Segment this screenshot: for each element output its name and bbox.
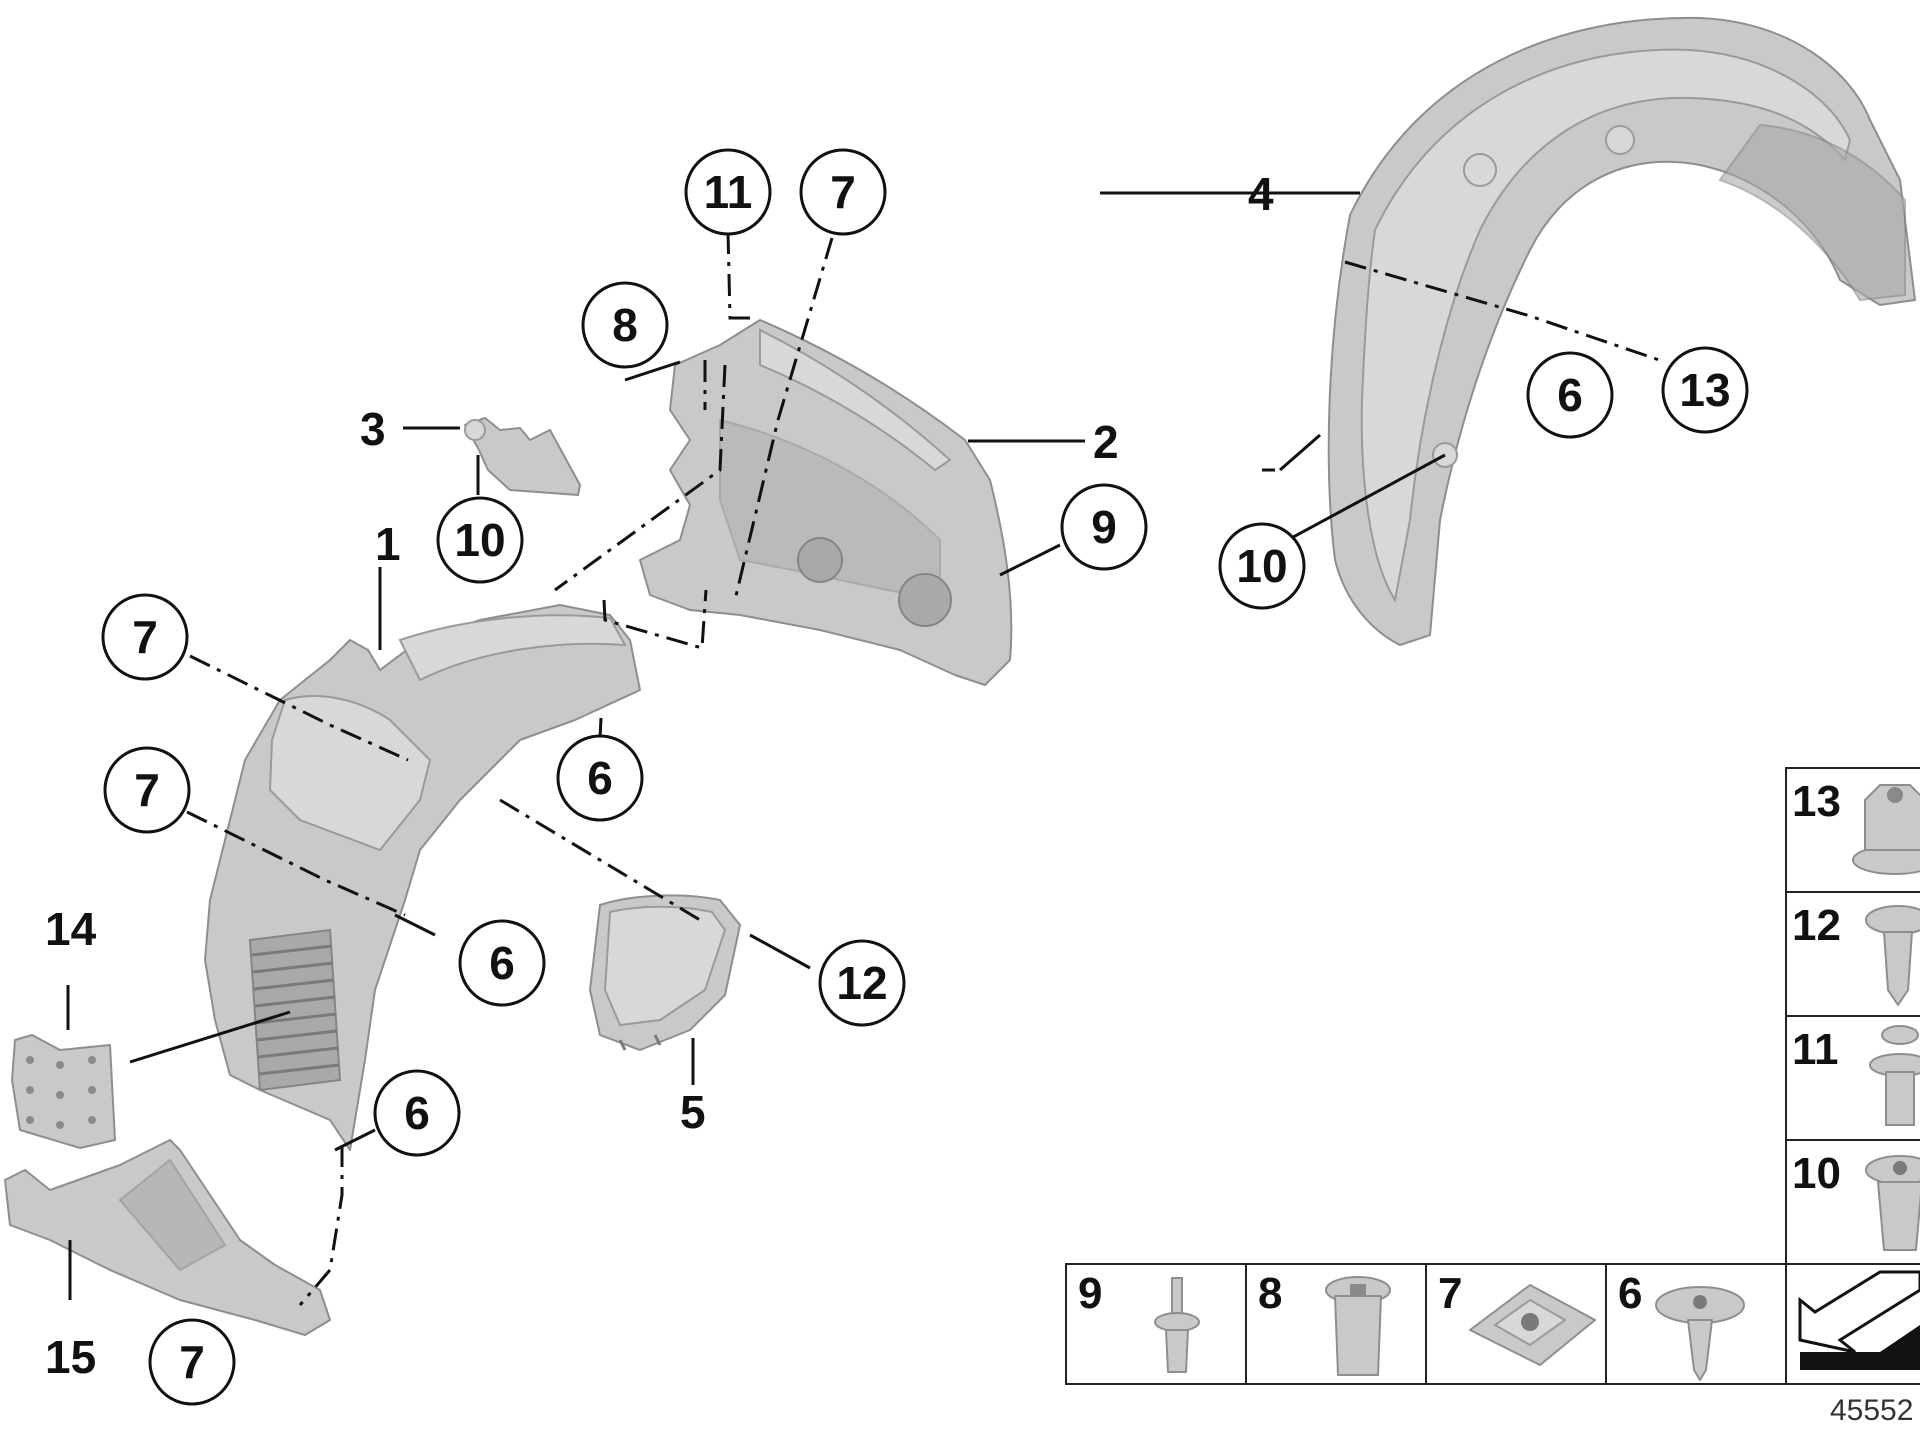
- fastener-legend-vertical: 13 12 11 10: [1785, 767, 1920, 1265]
- callout-7-top: 7: [799, 148, 887, 236]
- part-12-cover-panel: [589, 894, 741, 1051]
- legend-13: 13: [1792, 777, 1841, 826]
- legend-10: 10: [1792, 1149, 1841, 1198]
- legend-7: 7: [1438, 1269, 1462, 1318]
- callout-12-text: 12: [836, 957, 887, 1009]
- direction-arrow-icon: [1798, 1270, 1920, 1370]
- plain-part-labels: 1 2 3 4 5 14 15: [45, 168, 1274, 1383]
- grille-vent: [248, 928, 342, 1092]
- legend-9: 9: [1078, 1269, 1102, 1318]
- callout-7-b-text: 7: [134, 764, 160, 816]
- screw-icon: [1655, 1286, 1745, 1381]
- callout-6-b-text: 6: [489, 937, 515, 989]
- callout-13: 13: [1661, 346, 1749, 434]
- callout-12: 12: [818, 939, 906, 1027]
- part-14-flat-panel: [11, 1034, 116, 1149]
- label-5: 5: [680, 1086, 706, 1138]
- callouts: 11 7 8 10 9 7 7 6: [101, 148, 1749, 1406]
- callout-6-b: 6: [458, 919, 546, 1007]
- clip-nut-icon: [1469, 1284, 1596, 1366]
- label-2: 2: [1093, 416, 1119, 468]
- legend-12: 12: [1792, 901, 1841, 950]
- callout-8-text: 8: [612, 299, 638, 351]
- callout-9: 9: [1060, 483, 1148, 571]
- callout-10-right-text: 10: [1236, 540, 1287, 592]
- plug-nut-icon: [1325, 1276, 1391, 1376]
- callout-7-b: 7: [103, 746, 191, 834]
- diagram-number: 45552: [1830, 1394, 1913, 1427]
- callout-6-a-text: 6: [587, 752, 613, 804]
- fastener-legend-horizontal: 9 8 7 6: [1065, 1263, 1920, 1385]
- part-2-wheel-arch-liner-rear: [639, 319, 1013, 686]
- callout-7-top-text: 7: [830, 166, 856, 218]
- callout-8: 8: [581, 281, 669, 369]
- part-1-wheel-arch-liner-front: [204, 604, 641, 1151]
- plastic-nut-icon: [1865, 1155, 1920, 1251]
- legend-11: 11: [1792, 1025, 1839, 1074]
- expanding-rivet-icon: [1869, 1025, 1920, 1126]
- part-3-bracket: [464, 417, 581, 496]
- part-15-lower-bracket: [4, 1139, 331, 1336]
- callout-6-a: 6: [556, 734, 644, 822]
- callout-6-c-text: 6: [404, 1087, 430, 1139]
- callout-6-right-text: 6: [1557, 369, 1583, 421]
- label-4: 4: [1248, 168, 1274, 220]
- pin-rivet-icon: [1154, 1277, 1200, 1373]
- part-4-rear-wheel-arch-liner: [1327, 16, 1916, 646]
- callout-6-right: 6: [1526, 351, 1614, 439]
- nut-icon: [1852, 784, 1920, 875]
- label-1: 1: [375, 518, 401, 570]
- callout-13-text: 13: [1679, 364, 1730, 416]
- legend-8: 8: [1258, 1269, 1282, 1318]
- callout-10-right: 10: [1218, 522, 1306, 610]
- legend-6: 6: [1618, 1269, 1642, 1318]
- label-14: 14: [45, 903, 97, 955]
- label-3: 3: [360, 403, 386, 455]
- callout-7-a-text: 7: [132, 611, 158, 663]
- push-rivet-icon: [1865, 905, 1920, 1006]
- callout-9-text: 9: [1091, 501, 1117, 553]
- callout-10-left: 10: [436, 496, 524, 584]
- callout-7-bottom-text: 7: [179, 1336, 205, 1388]
- callout-11: 11: [684, 148, 772, 236]
- callout-10-left-text: 10: [454, 514, 505, 566]
- callout-11-text: 11: [704, 166, 753, 218]
- callout-7-bottom: 7: [148, 1318, 236, 1406]
- callout-7-a: 7: [101, 593, 189, 681]
- label-15: 15: [45, 1331, 96, 1383]
- dash-dot-lines: [186, 231, 1666, 1306]
- callout-6-c: 6: [373, 1069, 461, 1157]
